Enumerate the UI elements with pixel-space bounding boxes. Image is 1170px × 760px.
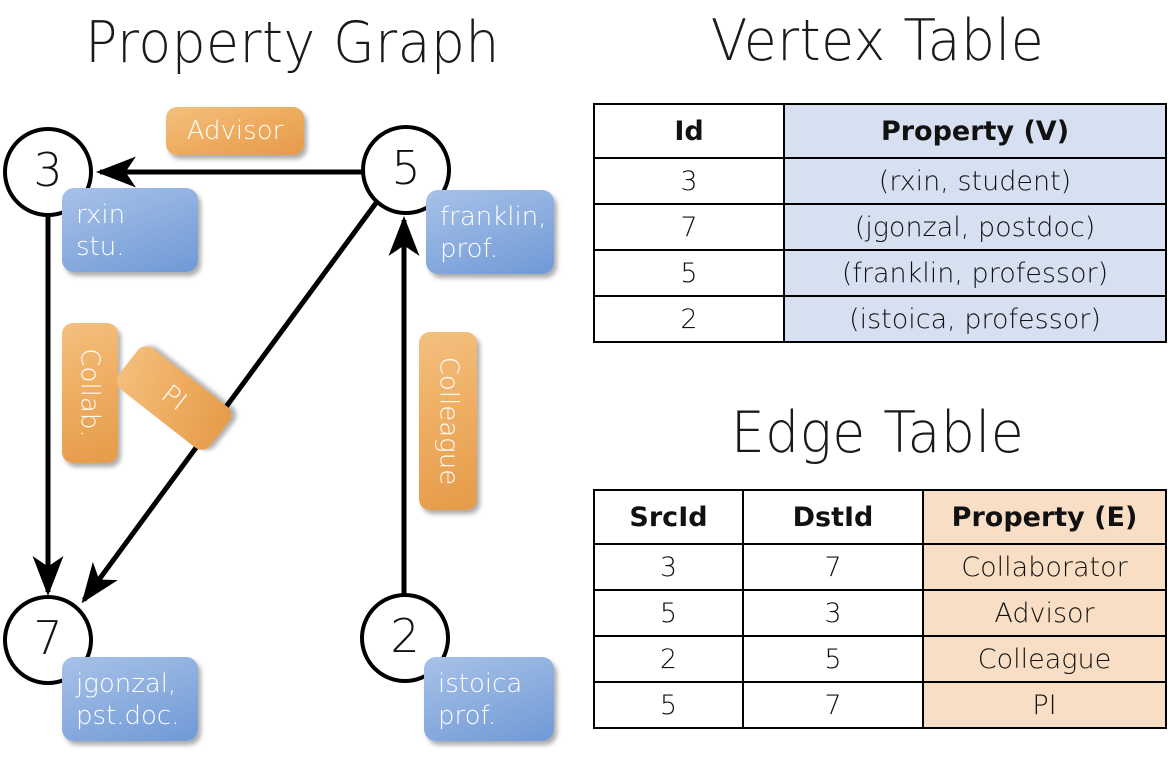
edge-table-cell-srcid: 2 [593,635,744,683]
vertex-5-property-line2: prof. [440,233,499,264]
vertex-table-cell-id: 3 [593,157,785,205]
vertex-7-property-box[interactable]: jgonzal, pst.doc. [62,657,198,741]
graph-vertex-7-label: 7 [33,611,63,665]
vertex-2-property-box[interactable]: istoica prof. [424,657,554,741]
vertex-3-property-line1: rxin [76,200,126,230]
vertex-table: Id Property (V) 3 (rxin, student) 7 (jgo… [593,103,1167,343]
property-graph-edges [32,156,420,604]
graph-vertex-3-label: 3 [33,143,63,197]
page-title-edge-table: Edge Table [730,400,1025,466]
edge-5-to-7-pi [81,201,379,604]
graph-vertex-5-label: 5 [391,141,421,195]
edge-table-cell-dstid: 7 [742,543,924,591]
vertex-table-row: 7 (jgonzal, postdoc) [593,203,1167,251]
edge-table-header-dstid: DstId [742,489,924,545]
vertex-table-row: 5 (franklin, professor) [593,249,1167,297]
edge-table-row: 5 7 PI [593,681,1167,729]
vertex-table-header-id: Id [593,103,785,159]
vertex-3-property-line2: stu. [76,231,125,262]
vertex-table-cell-property: (franklin, professor) [783,249,1167,297]
edge-label-advisor[interactable]: Advisor [166,107,304,155]
edge-table-cell-property: Collaborator [922,543,1167,591]
edge-label-advisor-text: Advisor [186,116,284,146]
edge-table-cell-dstid: 7 [742,681,924,729]
edge-table-row: 2 5 Colleague [593,635,1167,683]
edge-label-colleague[interactable]: Colleague [419,332,477,510]
graph-vertex-2-label: 2 [390,609,420,663]
vertex-table-cell-property: (jgonzal, postdoc) [783,203,1167,251]
vertex-table-row: 2 (istoica, professor) [593,295,1167,343]
edge-table-cell-dstid: 3 [742,589,924,637]
vertex-2-property-line1: istoica [438,669,523,699]
edge-table-cell-property: Advisor [922,589,1167,637]
edge-table-cell-dstid: 5 [742,635,924,683]
vertex-table-header-property: Property (V) [783,103,1167,159]
vertex-3-property-box[interactable]: rxin stu. [62,188,198,272]
page-title-vertex-table: Vertex Table [710,8,1045,74]
vertex-table-cell-id: 5 [593,249,785,297]
graph-vertex-5[interactable]: 5 [361,125,451,215]
edge-table-row: 3 7 Collaborator [593,543,1167,591]
edge-table-cell-srcid: 5 [593,589,744,637]
edge-label-pi-text: PI [155,378,193,418]
edge-table-cell-property: PI [922,681,1167,729]
vertex-table-header-row: Id Property (V) [593,103,1167,159]
edge-table-cell-srcid: 3 [593,543,744,591]
vertex-5-property-box[interactable]: franklin, prof. [426,190,554,274]
edge-table: SrcId DstId Property (E) 3 7 Collaborato… [593,489,1167,729]
vertex-table-cell-id: 7 [593,203,785,251]
edge-table-header-property: Property (E) [922,489,1167,545]
vertex-2-property-line2: prof. [438,700,497,731]
vertex-7-property-line1: jgonzal, [76,669,177,699]
vertex-7-property-line2: pst.doc. [76,700,180,731]
graph-vertex-2[interactable]: 2 [360,593,450,683]
page-title-property-graph: Property Graph [85,10,500,76]
vertex-table-cell-id: 2 [593,295,785,343]
edge-label-collab[interactable]: Collab. [62,323,118,463]
edge-label-collab-text: Collab. [75,348,105,438]
vertex-table-cell-property: (istoica, professor) [783,295,1167,343]
vertex-table-cell-property: (rxin, student) [783,157,1167,205]
edge-table-cell-property: Colleague [922,635,1167,683]
edge-table-row: 5 3 Advisor [593,589,1167,637]
edge-label-colleague-text: Colleague [433,356,464,486]
edge-table-cell-srcid: 5 [593,681,744,729]
vertex-table-row: 3 (rxin, student) [593,157,1167,205]
edge-table-header-srcid: SrcId [593,489,744,545]
vertex-5-property-line1: franklin, [440,202,547,232]
edge-table-header-row: SrcId DstId Property (E) [593,489,1167,545]
